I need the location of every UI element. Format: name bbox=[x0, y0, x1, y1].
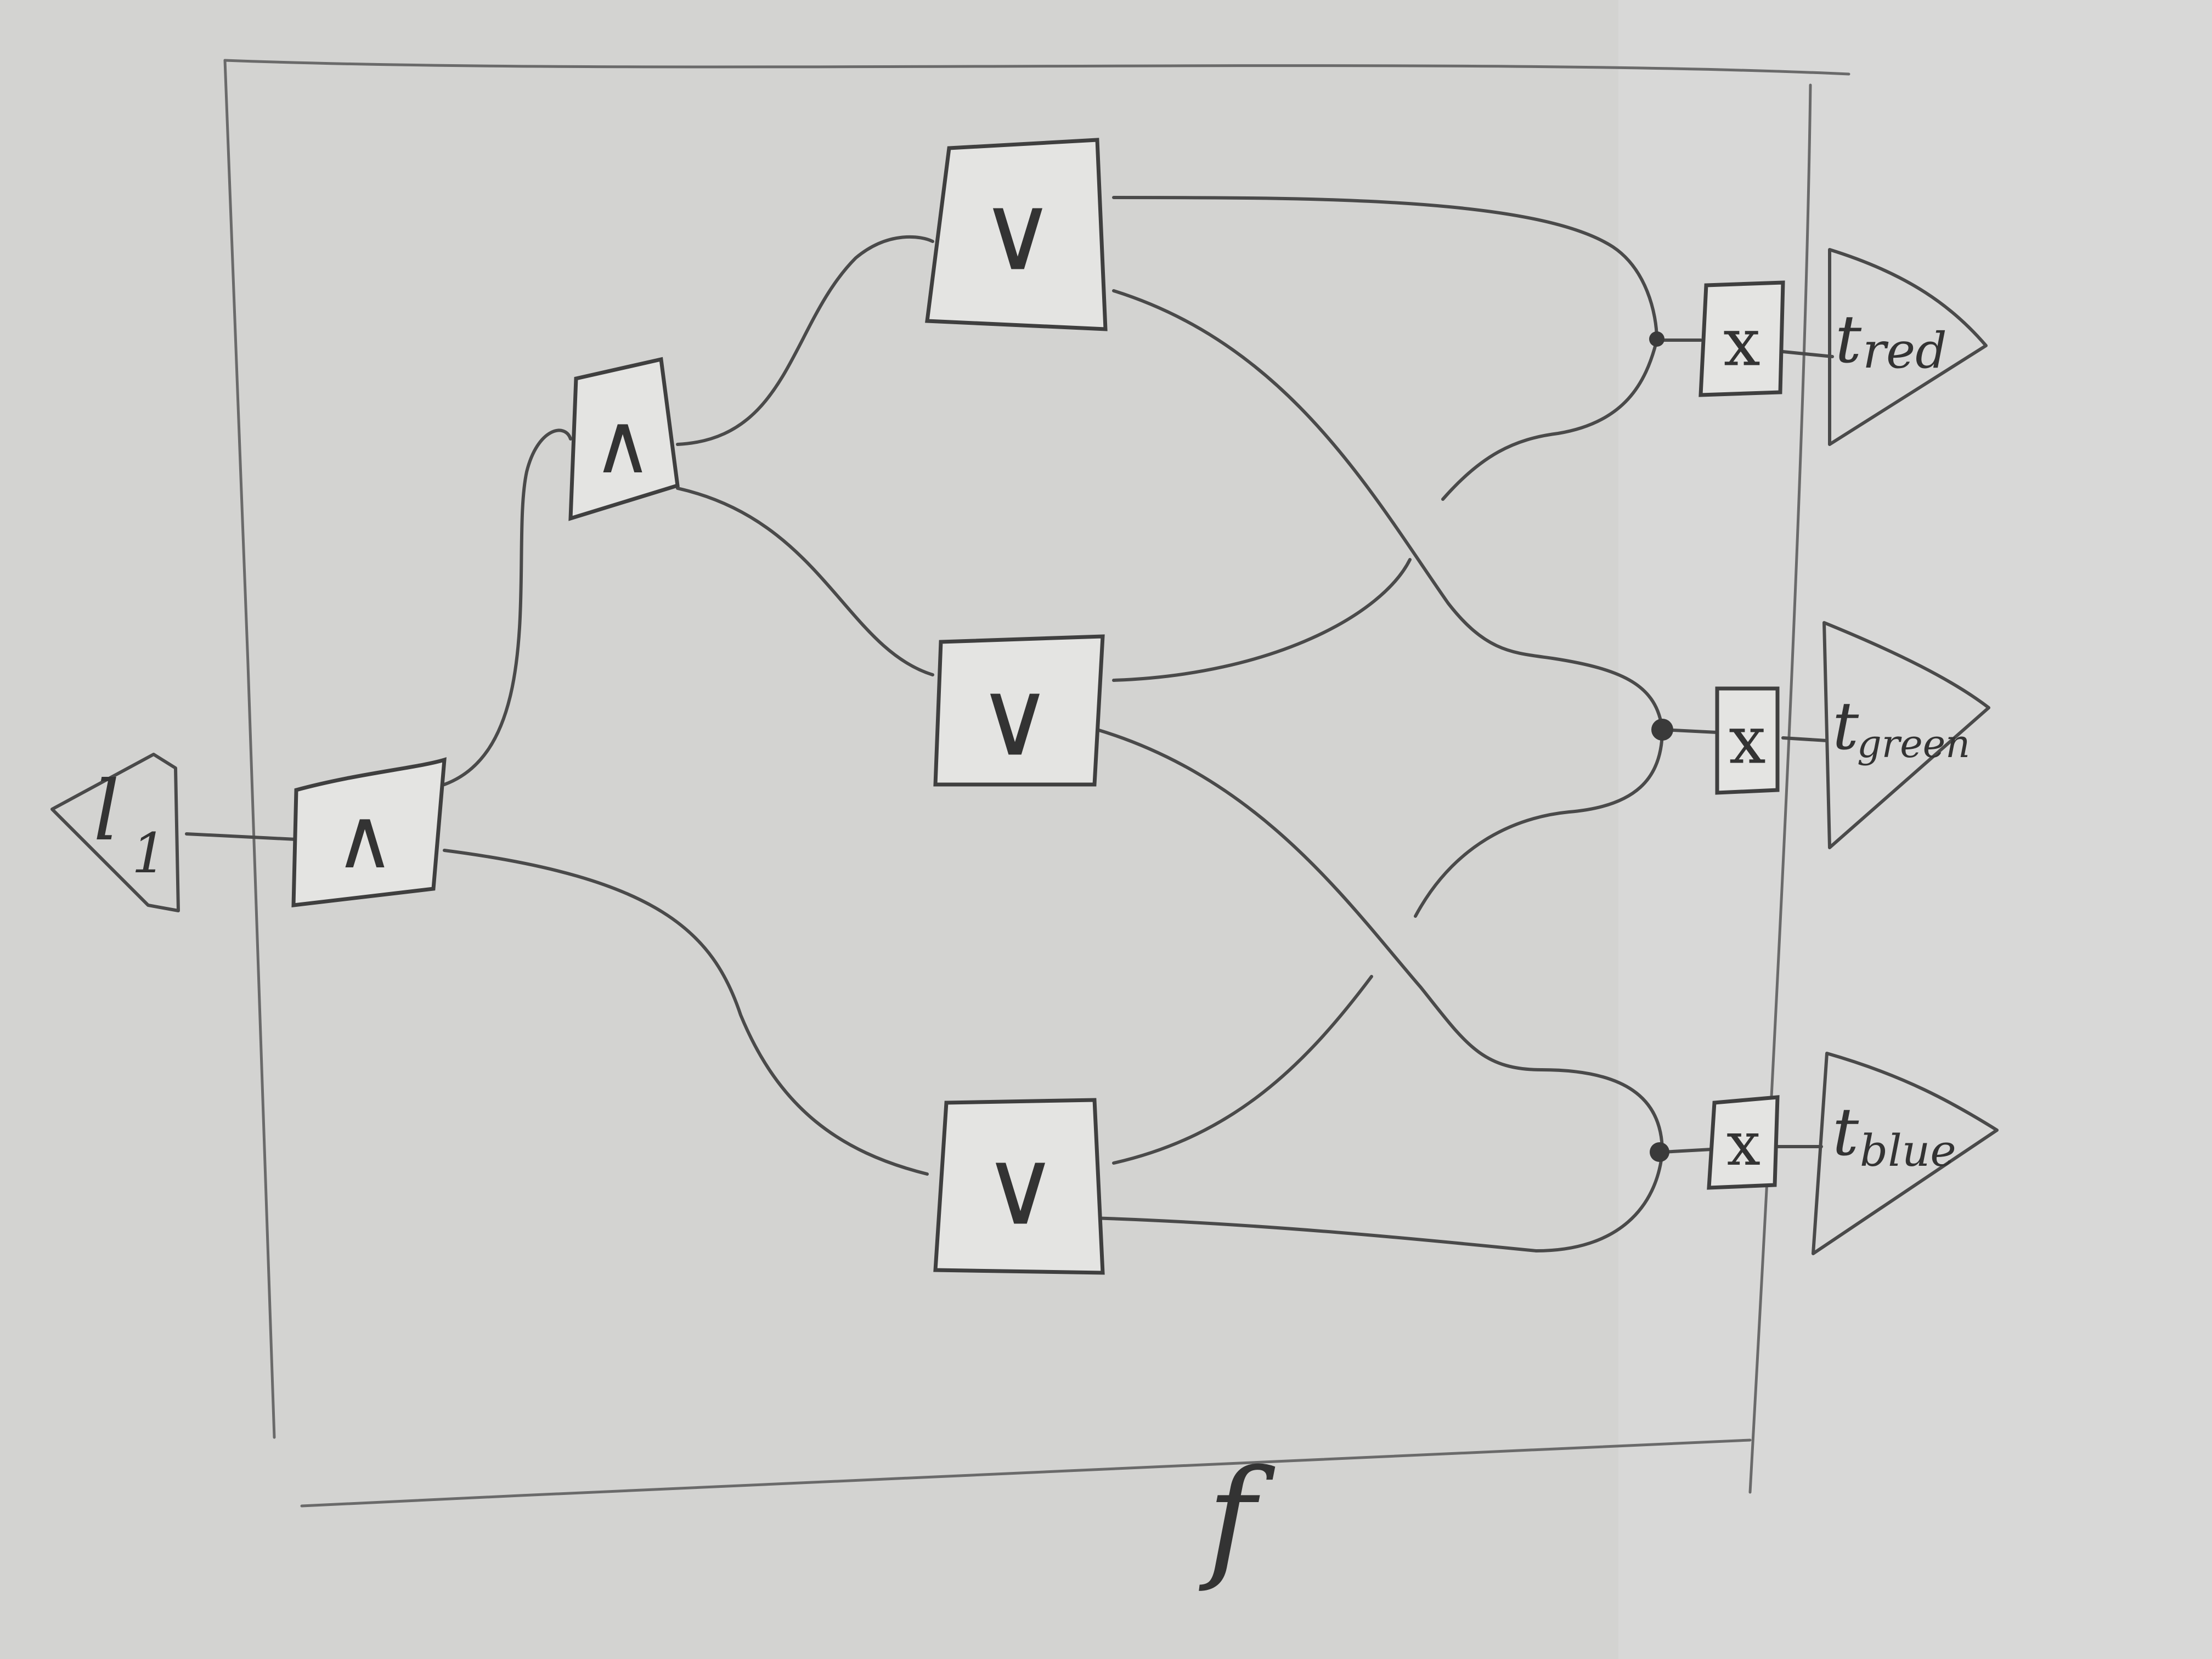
output-green: t green bbox=[1822, 621, 1990, 849]
wire-or-bottom-to-green-lower bbox=[1414, 728, 1664, 918]
junction-red bbox=[1649, 331, 1664, 347]
paper-highlight bbox=[1618, 0, 2212, 1659]
x-gate-green-box bbox=[1715, 686, 1780, 795]
output-blue-shape bbox=[1812, 1052, 1999, 1255]
output-red: t red bbox=[1828, 248, 1988, 446]
and-gate-first: ∧ bbox=[291, 757, 447, 907]
output-red-label-subscript: red bbox=[1863, 322, 1947, 380]
wire-or-bottom-branch-upper bbox=[1112, 975, 1373, 1165]
and-gate-first-symbol: ∧ bbox=[335, 792, 395, 887]
and-gate-second: ∧ bbox=[568, 357, 680, 521]
or-gate-top-box bbox=[925, 138, 1108, 331]
output-blue-label-subscript: blue bbox=[1860, 1125, 1956, 1176]
frame-right-edge bbox=[1748, 83, 1812, 1494]
output-red-shape bbox=[1828, 248, 1988, 446]
wire-or-middle-to-red-lower bbox=[1441, 338, 1658, 501]
wire-x-green-to-output bbox=[1781, 736, 1829, 742]
input-label-subscript: 1 bbox=[132, 821, 167, 885]
and-gate-second-symbol: ∧ bbox=[592, 397, 653, 492]
wire-x-red-to-output bbox=[1776, 349, 1834, 358]
or-gate-middle-box bbox=[933, 634, 1105, 787]
frame-top-edge bbox=[223, 59, 1850, 76]
x-gate-green-symbol: x bbox=[1729, 703, 1766, 779]
or-gate-middle-symbol: ∨ bbox=[977, 658, 1053, 780]
wires bbox=[185, 196, 1834, 1252]
and-gate-second-box bbox=[568, 357, 680, 521]
input-label: l bbox=[93, 764, 120, 859]
or-gate-top-symbol: ∨ bbox=[979, 173, 1056, 294]
input-terminal: l 1 bbox=[50, 753, 180, 912]
x-gate-green: x bbox=[1715, 686, 1780, 795]
or-gate-bottom: ∨ bbox=[933, 1098, 1105, 1275]
or-gate-bottom-box bbox=[933, 1098, 1105, 1275]
wire-and2-to-or-middle bbox=[676, 487, 934, 676]
x-gate-blue: x bbox=[1707, 1095, 1780, 1190]
wire-and1-to-and2 bbox=[443, 428, 572, 786]
wire-input-to-and1 bbox=[185, 832, 298, 841]
output-green-label: t bbox=[1832, 689, 1859, 765]
output-green-shape bbox=[1822, 621, 1990, 849]
junction-blue bbox=[1650, 1142, 1669, 1162]
wire-or-middle-to-blue-upper bbox=[1096, 728, 1664, 1154]
junction-green bbox=[1651, 719, 1673, 741]
output-green-label-subscript: green bbox=[1857, 721, 1970, 766]
output-blue: t blue bbox=[1812, 1052, 1999, 1255]
or-gate-bottom-symbol: ∨ bbox=[982, 1127, 1058, 1249]
output-red-label: t bbox=[1835, 302, 1862, 378]
and-gate-first-box bbox=[291, 757, 447, 907]
wire-or-bottom-to-blue-lower bbox=[1090, 1150, 1664, 1252]
x-gate-red-box bbox=[1699, 280, 1785, 397]
or-gate-middle: ∨ bbox=[933, 634, 1105, 787]
wire-or-top-to-red-upper bbox=[1112, 196, 1658, 342]
input-terminal-shape bbox=[50, 753, 180, 912]
x-gate-red: x bbox=[1699, 280, 1785, 397]
wire-and2-to-or-top bbox=[676, 235, 934, 446]
x-gate-blue-symbol: x bbox=[1726, 1109, 1760, 1179]
wire-blue-merge-to-x bbox=[1661, 1148, 1713, 1154]
output-blue-label: t bbox=[1832, 1094, 1859, 1171]
frame-left-edge bbox=[223, 59, 276, 1439]
x-gate-blue-box bbox=[1707, 1095, 1780, 1190]
wire-or-middle-branch-upper bbox=[1112, 558, 1412, 682]
wire-or-top-to-green-upper bbox=[1112, 289, 1664, 731]
x-gate-red-symbol: x bbox=[1723, 305, 1760, 381]
wire-and1-to-or-bottom bbox=[443, 849, 929, 1176]
or-gate-top: ∨ bbox=[925, 138, 1108, 331]
